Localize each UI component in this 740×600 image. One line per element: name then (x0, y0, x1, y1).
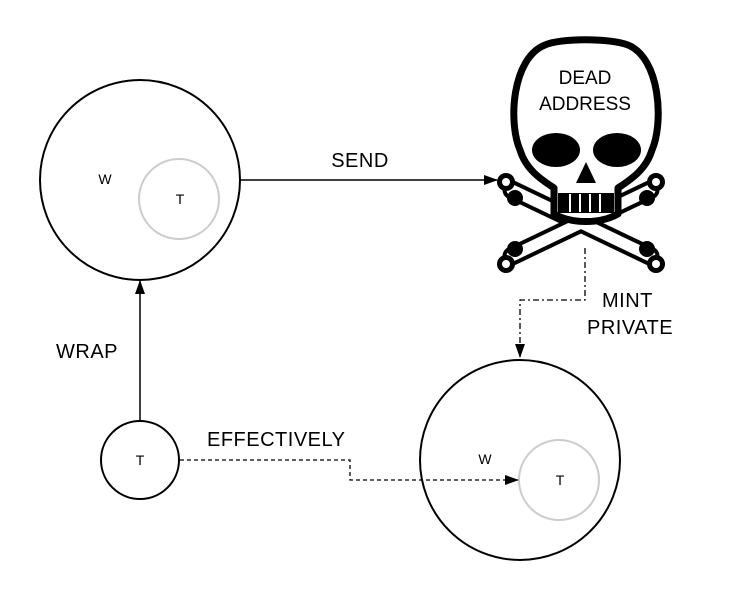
wrapper-circle (419, 359, 621, 561)
mint-private-arrow (515, 248, 586, 358)
wrap-edge: WRAP (56, 280, 145, 420)
wrapped-token-bottom-node: W T (419, 359, 621, 561)
wrap-label: WRAP (56, 341, 118, 363)
token-circle (100, 420, 180, 500)
token-label: T (136, 452, 145, 468)
effectively-arrow (180, 459, 519, 485)
effectively-edge: EFFECTIVELY (180, 429, 519, 485)
dead-address-node: DEAD ADDRESS (497, 36, 665, 273)
inner-token-label: T (176, 191, 185, 207)
skull-crossbones-icon (497, 36, 665, 273)
send-label: SEND (331, 150, 389, 172)
wrapper-label: W (98, 171, 112, 187)
wrapper-circle (39, 79, 241, 281)
inner-token-circle (138, 158, 220, 240)
wrapper-label: W (478, 451, 492, 467)
mint-label: MINT (602, 290, 653, 312)
inner-token-label: T (556, 472, 565, 488)
wrapped-token-top-node: W T (39, 79, 241, 281)
dead-address-label-line1: DEAD (559, 68, 612, 89)
inner-token-circle (518, 439, 600, 521)
dead-address-label-line2: ADDRESS (539, 94, 631, 115)
private-label: PRIVATE (587, 317, 673, 339)
send-edge: SEND (240, 150, 498, 185)
mint-private-edge: MINT PRIVATE (515, 248, 673, 358)
effectively-label: EFFECTIVELY (207, 429, 346, 451)
token-source-node: T (100, 420, 180, 500)
